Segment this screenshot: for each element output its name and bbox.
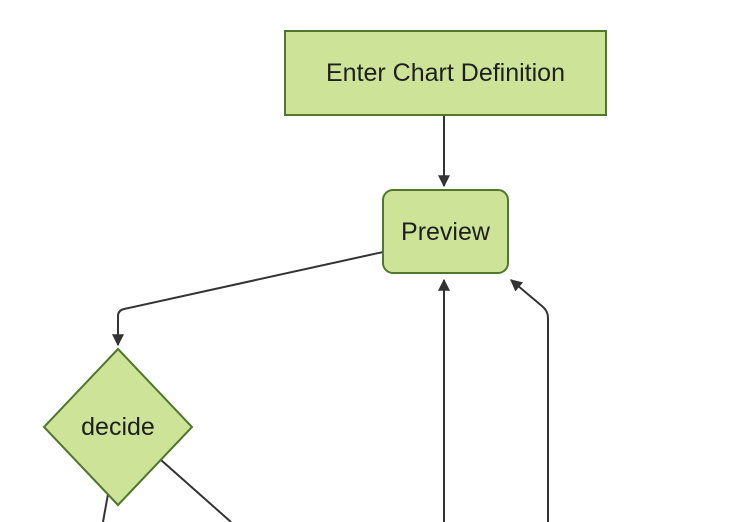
edge-decide-to-bottom-left (102, 493, 109, 522)
edge-bottom-right-to-preview (510, 279, 549, 522)
node-layer (42, 30, 607, 507)
edge-layer (102, 115, 549, 522)
edge-preview-to-decide (112, 251, 384, 347)
edge-decide-to-bottom-right (160, 459, 232, 522)
node-decide-shape (42, 347, 194, 507)
node-enter-chart-definition-shape (284, 30, 607, 116)
node-preview-shape (382, 189, 509, 274)
